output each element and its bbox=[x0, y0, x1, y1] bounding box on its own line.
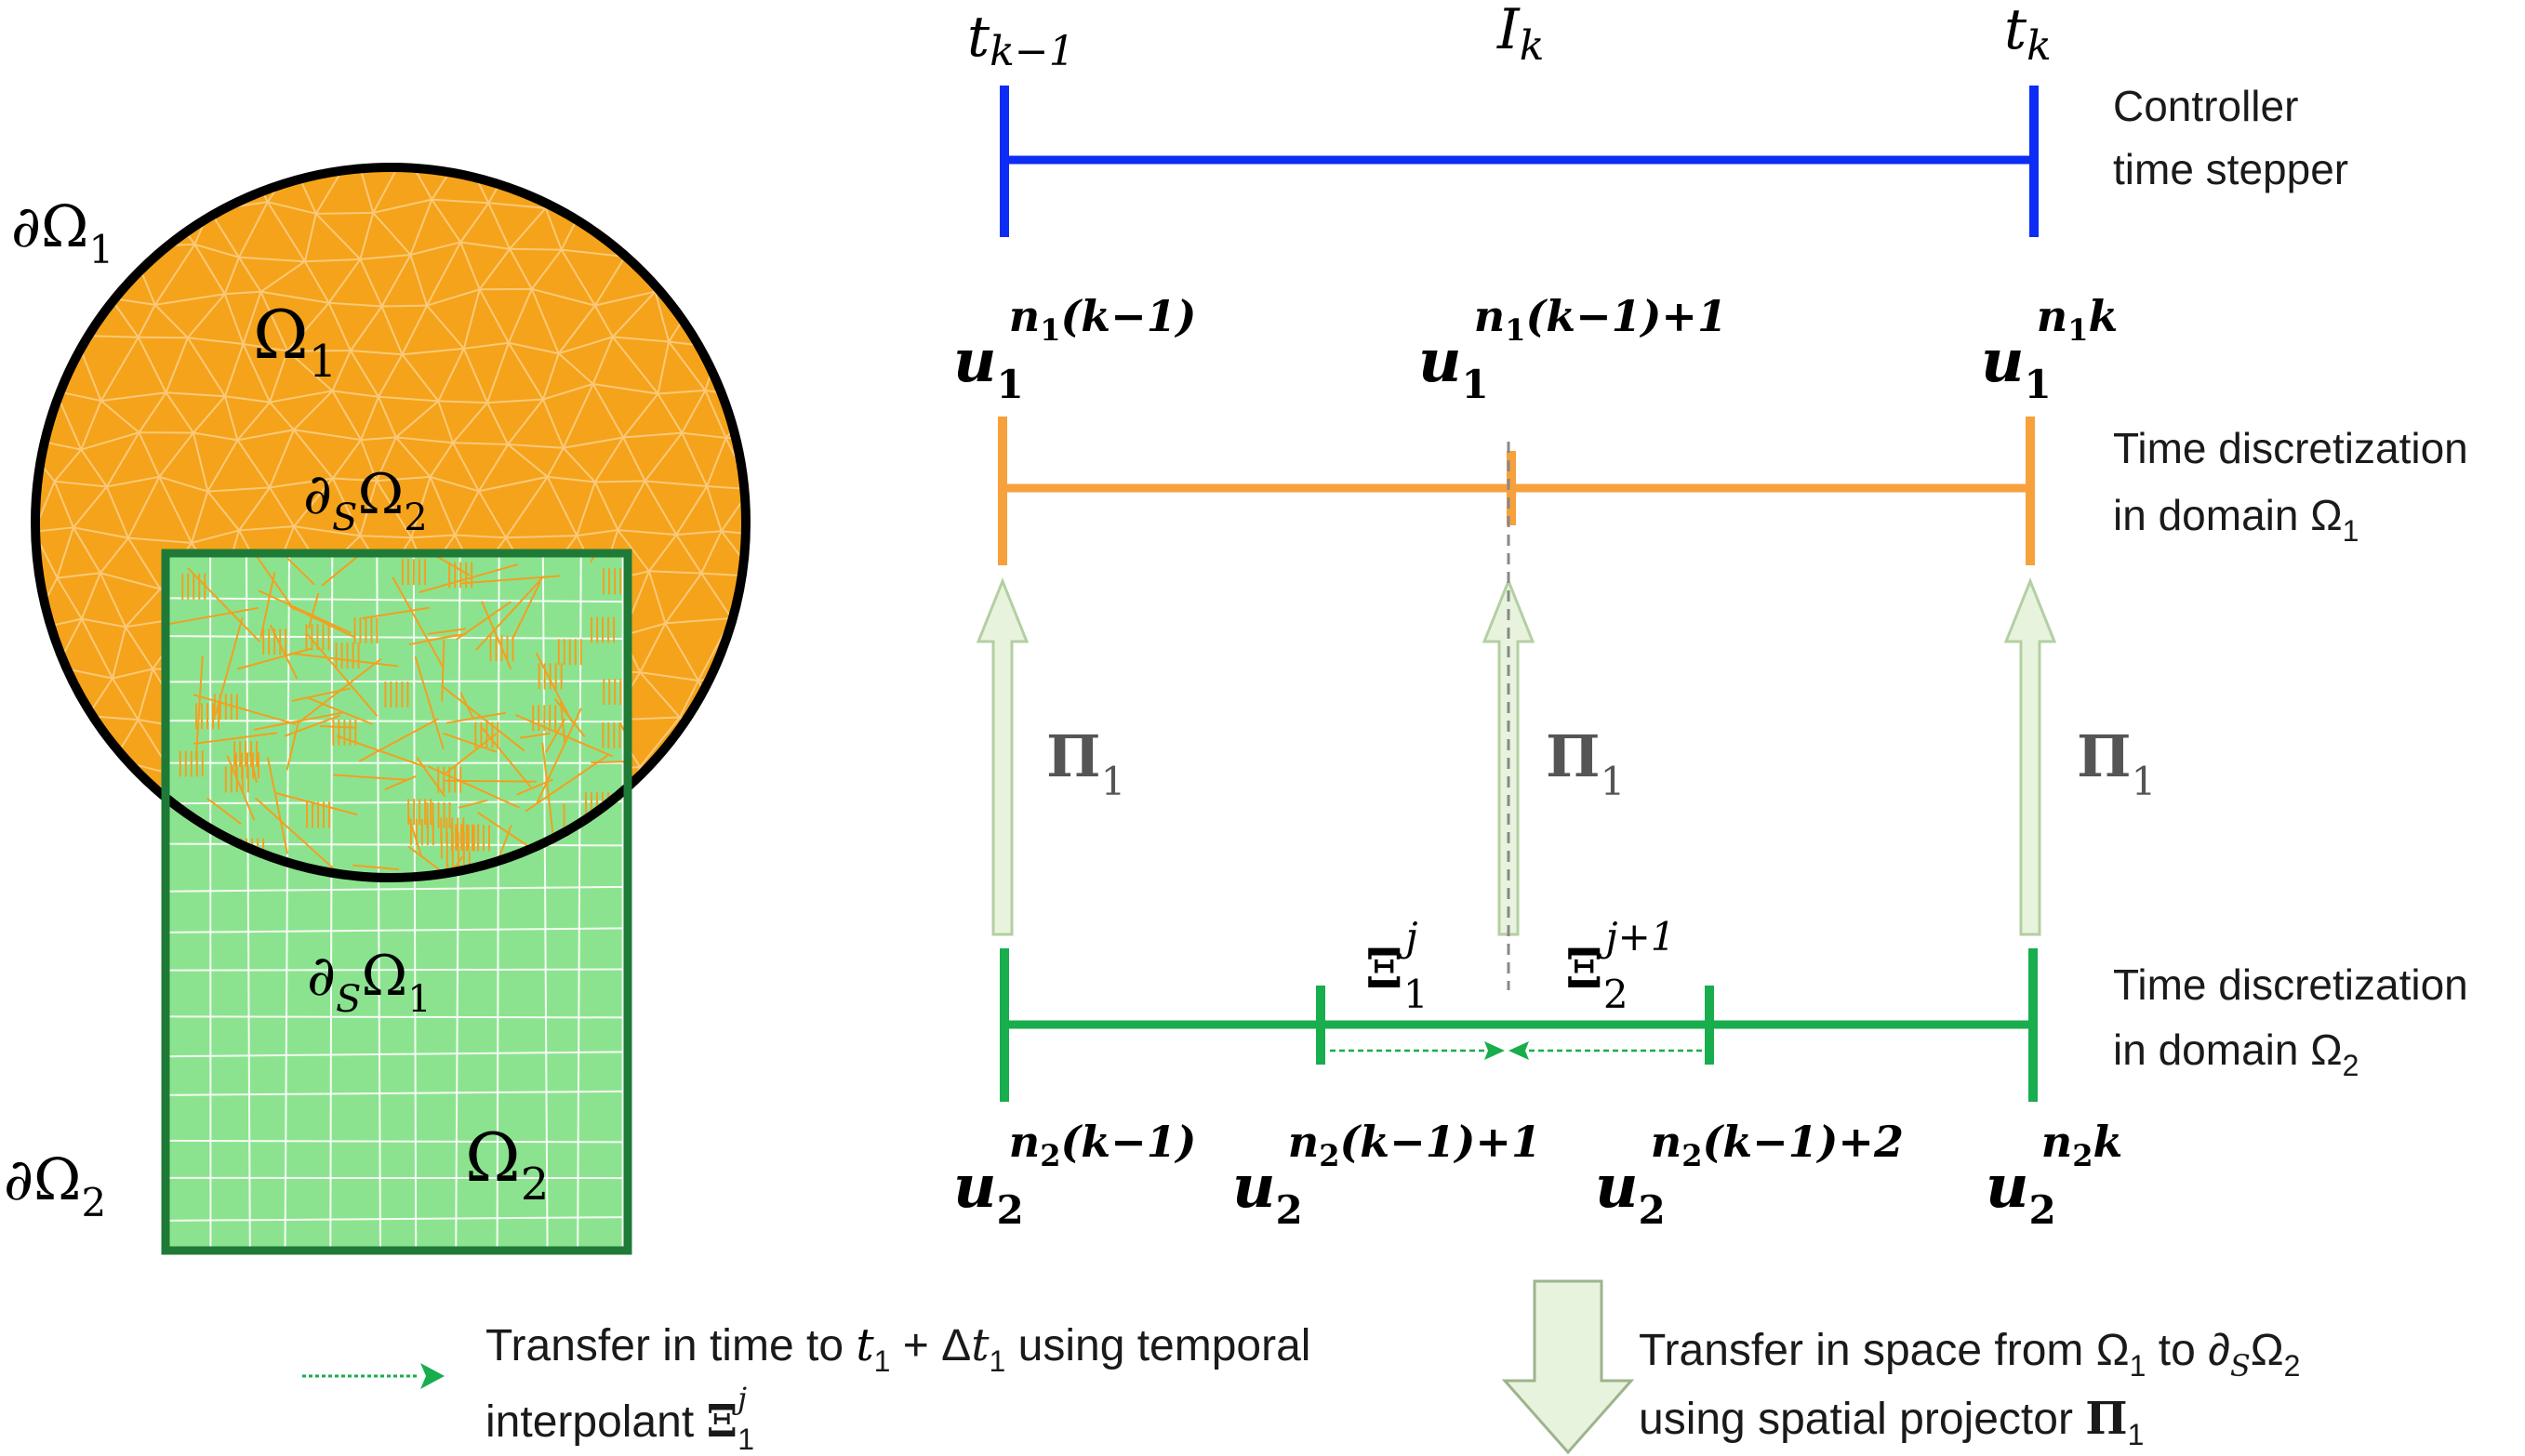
boundary-omega1-label: ∂Ω1 bbox=[11, 192, 113, 272]
projector-label-1: Π1 bbox=[1546, 722, 1625, 804]
u2-label-3: u2n2k bbox=[1986, 1117, 2122, 1233]
projector-label-0: Π1 bbox=[1046, 722, 1125, 804]
projector-arrows bbox=[976, 576, 2057, 936]
domain1-label-line2: in domain Ω1 bbox=[2113, 491, 2359, 548]
controller-timeline bbox=[1000, 86, 2039, 237]
omega1-boundary bbox=[31, 163, 751, 882]
controller-label-line2: time stepper bbox=[2113, 145, 2348, 193]
domain1-label-line1: Time discretization bbox=[2113, 424, 2468, 472]
legend-space-transfer-line2: using spatial projector Π1 bbox=[1639, 1393, 2144, 1451]
projector-arrow-0 bbox=[976, 576, 1030, 936]
domain2-timeline bbox=[1000, 948, 2038, 1102]
omega2-label: Ω2 bbox=[465, 1118, 549, 1211]
u1-labels: u1n1(k−1) u1n1(k−1)+1 u1n1k bbox=[953, 291, 2118, 407]
u1-label-2: u1n1k bbox=[1981, 291, 2118, 407]
legend-time-transfer: Transfer in time to t1 + Δt1 using tempo… bbox=[302, 1319, 1310, 1456]
u1-label-0: u1n1(k−1) bbox=[953, 291, 1196, 407]
t-prev-label: tk−1 bbox=[967, 5, 1075, 75]
legend-arrowhead-icon bbox=[420, 1363, 445, 1389]
interpolant-label-0: Ξ1j bbox=[1365, 914, 1429, 1017]
legend-time-transfer-line1: Transfer in time to t1 + Δt1 using tempo… bbox=[485, 1319, 1310, 1378]
u1-label-1: u1n1(k−1)+1 bbox=[1418, 291, 1727, 407]
u2-label-0: u2n2(k−1) bbox=[953, 1117, 1196, 1233]
interval-label: Ik bbox=[1496, 0, 1544, 70]
domain2-label-line2: in domain Ω2 bbox=[2113, 1026, 2359, 1082]
legend-projector-arrow-icon bbox=[1501, 1279, 1635, 1455]
projector-arrow-2 bbox=[2003, 576, 2057, 936]
boundary-omega2-label: ∂Ω2 bbox=[4, 1145, 106, 1225]
omega1-label: Ω1 bbox=[253, 296, 337, 388]
t-curr-label: tk bbox=[2004, 0, 2052, 70]
legend-time-transfer-line2: interpolant Ξ1j bbox=[485, 1381, 754, 1456]
domain-omega2 bbox=[166, 553, 628, 1251]
legend-space-transfer-line1: Transfer in space from Ω1 to ∂SΩ2 bbox=[1639, 1326, 2300, 1383]
legend-space-transfer: Transfer in space from Ω1 to ∂SΩ2 using … bbox=[1501, 1279, 2300, 1455]
interface-s-omega2-label: ∂SΩ2 bbox=[303, 462, 428, 539]
controller-label-line1: Controller bbox=[2113, 82, 2298, 130]
projector-label-2: Π1 bbox=[2077, 722, 2156, 804]
u2-labels: u2n2(k−1) u2n2(k−1)+1 u2n2(k−1)+2 u2n2k bbox=[953, 1117, 2122, 1233]
u2-label-2: u2n2(k−1)+2 bbox=[1595, 1117, 1904, 1233]
omega2-boundary bbox=[161, 549, 632, 1255]
domain1-timeline bbox=[998, 417, 2035, 565]
u2-label-1: u2n2(k−1)+1 bbox=[1232, 1117, 1541, 1233]
interpolant-label-1: Ξ2j+1 bbox=[1565, 914, 1675, 1017]
domain2-label-line1: Time discretization bbox=[2113, 960, 2468, 1009]
projector-labels: Π1 Π1 Π1 bbox=[1046, 722, 2156, 804]
interface-s-omega1-label: ∂SΩ1 bbox=[307, 944, 432, 1021]
